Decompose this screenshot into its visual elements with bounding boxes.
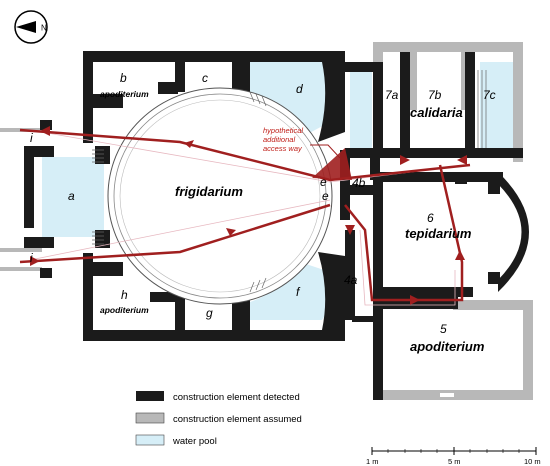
legend-swatch-detected <box>136 391 164 401</box>
label-g: g <box>206 306 213 320</box>
pool-a <box>42 157 104 237</box>
room-labels: b apoditerium c d a i i frigidarium e e … <box>30 71 496 354</box>
access-way-marker <box>312 148 352 180</box>
label-4b: 4b <box>352 176 366 190</box>
steps <box>92 70 487 293</box>
legend-detected: construction element detected <box>173 392 300 403</box>
scale-10m: 10 m <box>524 457 541 466</box>
pool-d <box>250 62 332 138</box>
path-bottom <box>19 203 331 264</box>
label-b: b <box>120 71 127 85</box>
label-calidaria: calidaria <box>410 105 463 120</box>
water-pools <box>42 62 513 320</box>
legend-swatch-pool <box>135 434 165 446</box>
legend-assumed: construction element assumed <box>173 414 302 425</box>
legend-swatch-assumed <box>135 412 165 424</box>
label-apoditerium-big: apoditerium <box>410 339 485 354</box>
label-tepidarium: tepidarium <box>405 226 472 241</box>
label-c: c <box>202 71 208 85</box>
path-top <box>19 128 471 182</box>
legend-pool: water pool <box>172 436 217 447</box>
annotation-line1: hypothetical <box>263 126 303 135</box>
access-way-line <box>310 144 341 159</box>
label-4a: 4a <box>344 273 358 287</box>
annotation-line3: access way <box>263 144 303 153</box>
pool-f <box>250 262 332 320</box>
label-5: 5 <box>440 322 447 336</box>
label-f: f <box>296 285 301 299</box>
label-i-top: i <box>30 131 33 145</box>
pool-7c <box>480 62 513 148</box>
path-arrows <box>30 126 467 305</box>
assumed-elements <box>0 42 533 400</box>
north-letter: N <box>41 24 47 33</box>
north-arrow-icon: N <box>14 10 48 44</box>
label-d: d <box>296 82 303 96</box>
scale-5m: 5 m <box>448 457 461 466</box>
label-apoditerium-b: apoditerium <box>100 89 149 99</box>
label-7a: 7a <box>385 88 399 102</box>
label-e: e <box>320 175 327 189</box>
label-e2: e <box>322 189 329 203</box>
label-h: h <box>121 288 128 302</box>
label-frigidarium: frigidarium <box>175 184 243 199</box>
annotation-line2: additional <box>263 135 295 144</box>
label-i-bottom: i <box>30 251 33 265</box>
label-apoditerium-h: apoditerium <box>100 305 149 315</box>
label-a: a <box>68 189 75 203</box>
scale-1m: 1 m <box>366 457 379 466</box>
label-7b: 7b <box>428 88 442 102</box>
label-7c: 7c <box>483 88 496 102</box>
scale-bar: 1 m 5 m 10 m <box>366 447 541 466</box>
label-6: 6 <box>427 211 434 225</box>
pool-7a <box>350 62 372 148</box>
legend: construction element detected constructi… <box>135 391 302 447</box>
